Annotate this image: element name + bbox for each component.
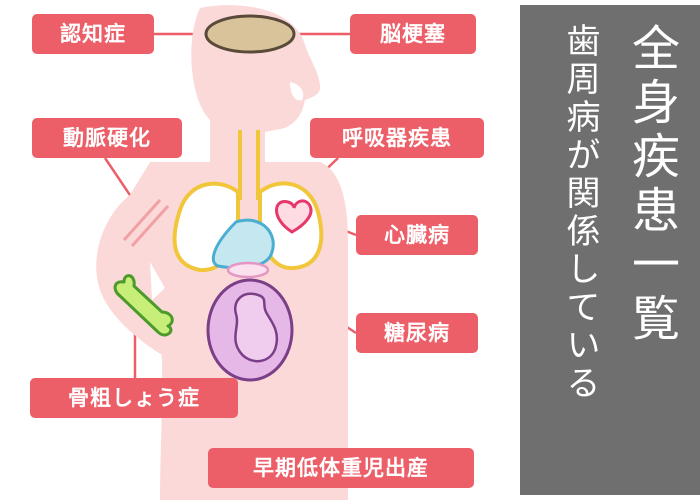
mouth-shape: [290, 82, 304, 101]
vessel-marks: [122, 198, 170, 248]
heart-icon: [275, 199, 313, 234]
heart-disease-label: 心臓病: [356, 215, 478, 255]
stroke-label: 脳梗塞: [350, 14, 476, 54]
title-banner: 歯周病が関係している 全身疾患一覧: [520, 5, 700, 495]
osteoporosis-label: 骨粗しょう症: [30, 378, 238, 418]
premature-low-birth-weight-label: 早期低体重児出産: [208, 448, 474, 488]
pancreas-icon: [226, 261, 270, 279]
fetus-icon: [233, 292, 279, 363]
trachea-icon: [238, 130, 260, 200]
respiratory-disease-label: 呼吸器疾患: [310, 118, 484, 158]
bone-icon: [113, 274, 174, 337]
banner-title: 全身疾患一覧: [623, 23, 679, 347]
diabetes-label: 糖尿病: [356, 313, 478, 353]
banner-subtitle: 歯周病が関係している: [560, 23, 600, 403]
brain-icon: [204, 14, 296, 54]
dementia-label: 認知症: [32, 14, 154, 54]
arteriosclerosis-label: 動脈硬化: [32, 118, 182, 158]
arm-gap: [150, 262, 165, 300]
